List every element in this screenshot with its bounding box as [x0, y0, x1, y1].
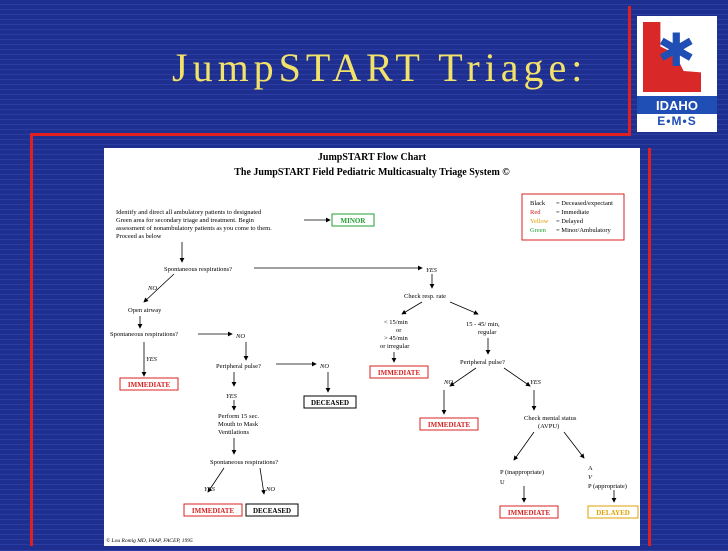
- spont-resp-3: Spontaneous respirations?: [210, 459, 278, 466]
- mental-status-line-2: (AVPU): [538, 423, 559, 430]
- immediate-label-1: IMMEDIATE: [128, 381, 171, 389]
- logo-text-ems: E•M•S: [637, 114, 717, 128]
- accent-line-right-lower: [648, 148, 651, 546]
- deceased-label-2: DECEASED: [253, 507, 291, 515]
- immediate-box-2: [183, 503, 243, 517]
- rate-abnormal-line-1: < 15/min: [384, 319, 408, 326]
- p-appropriate: P (appropriate): [588, 483, 627, 490]
- idaho-ems-logo: ✱ IDAHO E•M•S: [637, 16, 717, 132]
- deceased-label-1: DECEASED: [311, 399, 349, 407]
- arrow-to-rate-abnormal: [401, 301, 423, 315]
- credit-text: © Lou Romig MD, FAAP, FACEP, 1995: [106, 537, 193, 544]
- legend-desc-red: = Immediate: [556, 209, 589, 216]
- spont-resp-2: Spontaneous respirations?: [110, 331, 178, 338]
- rescue-line-3: Ventilations: [218, 429, 250, 436]
- immediate-label-4: IMMEDIATE: [428, 421, 471, 429]
- immediate-box-1: [119, 377, 179, 391]
- p-inappropriate: P (inappropriate): [500, 469, 544, 476]
- flowchart-svg: JumpSTART Flow Chart The JumpSTART Field…: [106, 152, 639, 544]
- rate-abnormal-line-4: or irregular: [380, 343, 410, 350]
- immediate-box-5: [499, 505, 559, 519]
- minor-box: [331, 213, 375, 227]
- arrow-to-rate-normal: [449, 301, 479, 315]
- logo-text-idaho: IDAHO: [637, 96, 717, 115]
- arrow-no-pulse2: [449, 367, 477, 387]
- spont-resp-1: Spontaneous respirations?: [164, 266, 232, 273]
- yes-label-5: YES: [530, 379, 542, 386]
- v-label: V: [588, 474, 593, 481]
- deceased-box-2: [245, 503, 299, 517]
- flowchart-panel: JumpSTART Flow Chart The JumpSTART Field…: [104, 148, 640, 546]
- peripheral-pulse-2: Peripheral pulse?: [460, 359, 505, 366]
- accent-line-left: [30, 133, 33, 546]
- legend-key-green: Green: [530, 227, 547, 234]
- flowchart-subheading: The JumpSTART Field Pediatric Multicasua…: [234, 167, 510, 178]
- rescue-line-1: Perform 15 sec.: [218, 413, 259, 420]
- legend-box: [521, 193, 625, 241]
- no-label-3: NO: [319, 363, 329, 370]
- no-label-4: NO: [265, 486, 275, 493]
- open-airway: Open airway: [128, 307, 162, 314]
- immediate-box-3: [369, 365, 429, 379]
- arrow-yes-spont3: [207, 467, 225, 493]
- yes-label-1: YES: [426, 267, 438, 274]
- accent-line-top: [30, 133, 630, 136]
- immediate-label-3: IMMEDIATE: [378, 369, 421, 377]
- arrow-to-appropriate: [563, 431, 585, 459]
- star-of-life-icon: ✱: [657, 25, 696, 76]
- yes-label-4: YES: [204, 486, 216, 493]
- arrow-to-inappropriate: [513, 431, 535, 461]
- intro-line-4: Proceed as below: [116, 233, 162, 240]
- arrow-no-spont: [143, 273, 175, 303]
- intro-line-2: Green area for secondary triage and trea…: [116, 217, 255, 224]
- legend-key-yellow: Yellow: [530, 218, 549, 225]
- immediate-box-4: [419, 417, 479, 431]
- delayed-label: DELAYED: [596, 509, 630, 517]
- rate-normal-line-1: 15 - 45/ min,: [466, 321, 500, 328]
- no-label-1: NO: [147, 285, 157, 292]
- legend-key-black: Black: [530, 200, 546, 207]
- yes-label-2: YES: [146, 356, 158, 363]
- legend-desc-green: = Minor/Ambulatory: [556, 227, 612, 234]
- arrow-yes-pulse2: [503, 367, 531, 387]
- check-resp-rate: Check resp. rate: [404, 293, 446, 300]
- delayed-box: [587, 505, 639, 519]
- rate-abnormal-line-2: or: [396, 327, 402, 334]
- intro-line-1: Identify and direct all ambulatory patie…: [116, 209, 262, 216]
- peripheral-pulse-1: Peripheral pulse?: [216, 363, 261, 370]
- no-label-5: NO: [443, 379, 453, 386]
- rate-abnormal-line-3: > 45/min: [384, 335, 408, 342]
- mental-status-line-1: Check mental status: [524, 415, 577, 422]
- flowchart-heading: JumpSTART Flow Chart: [318, 152, 427, 163]
- minor-label: MINOR: [341, 217, 367, 225]
- legend-key-red: Red: [530, 209, 541, 216]
- deceased-box-1: [303, 395, 357, 409]
- legend-desc-yellow: = Delayed: [556, 218, 584, 225]
- no-label-2: NO: [235, 333, 245, 340]
- immediate-label-5: IMMEDIATE: [508, 509, 551, 517]
- arrow-no-spont3: [259, 467, 266, 495]
- a-label: A: [588, 465, 593, 472]
- rescue-line-2: Mouth to Mask: [218, 421, 259, 428]
- u-label: U: [500, 479, 505, 486]
- immediate-label-2: IMMEDIATE: [192, 507, 235, 515]
- rate-normal-line-2: regular: [478, 329, 497, 336]
- accent-line-right-upper: [628, 6, 631, 136]
- intro-line-3: assessment of nonambulatory patients as …: [116, 225, 272, 232]
- legend-desc-black: = Deceased/expectant: [556, 200, 613, 207]
- yes-label-3: YES: [226, 393, 238, 400]
- slide-title: JumpSTART Triage:: [172, 45, 588, 90]
